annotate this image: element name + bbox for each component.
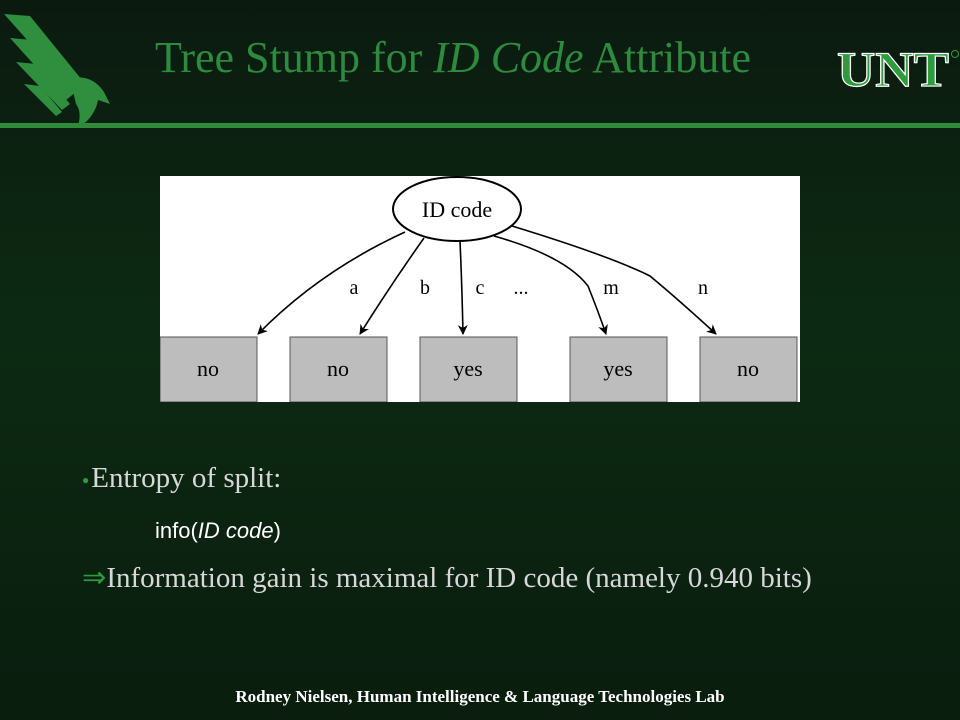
leaf-label: yes bbox=[453, 356, 482, 381]
branch-edge-a bbox=[257, 231, 406, 335]
branch-edge-c bbox=[457, 240, 468, 335]
unt-logo-text: UNT bbox=[837, 44, 949, 92]
branch-edge-n bbox=[511, 225, 717, 335]
branch-edge-b bbox=[359, 237, 425, 335]
info-gain-conclusion-text: Information gain is maximal for ID code … bbox=[106, 562, 812, 594]
eagle-logo-icon bbox=[4, 14, 110, 126]
leaf-label: no bbox=[737, 356, 759, 381]
leaf-label: yes bbox=[603, 356, 632, 381]
entropy-bullet-text: Entropy of split: bbox=[91, 462, 282, 494]
tree-stump-diagram: ID code a b c ... m n no no yes bbox=[160, 176, 800, 402]
leaf-label: no bbox=[197, 356, 219, 381]
branch-label-c: c bbox=[476, 277, 485, 299]
info-formula: info(ID code) bbox=[155, 518, 281, 543]
leaf-node bbox=[569, 336, 668, 402]
title-divider bbox=[0, 123, 960, 128]
branch-label-b: b bbox=[420, 277, 430, 299]
branch-label-m: m bbox=[603, 277, 619, 299]
branch-label-ellipsis: ... bbox=[514, 277, 529, 299]
slide-title: Tree Stump for ID Code Attribute bbox=[155, 33, 752, 82]
branch-edge-m bbox=[493, 235, 608, 335]
leaf-label: no bbox=[327, 356, 349, 381]
leaf-node bbox=[419, 336, 518, 402]
branch-label-a: a bbox=[350, 277, 359, 299]
root-node-label: ID code bbox=[422, 197, 492, 222]
bullet-dot-icon: ● bbox=[82, 472, 90, 487]
root-node bbox=[392, 176, 522, 242]
leaf-node bbox=[699, 336, 798, 402]
leaf-node bbox=[289, 336, 388, 402]
branch-label-n: n bbox=[698, 277, 708, 299]
unt-logo: UNT bbox=[836, 44, 959, 92]
leaf-node bbox=[160, 336, 258, 402]
info-gain-conclusion: ⇒Information gain is maximal for ID code… bbox=[82, 561, 862, 596]
implies-arrow-icon: ⇒ bbox=[82, 562, 107, 594]
entropy-bullet: ●Entropy of split: bbox=[82, 462, 281, 495]
footer-credit: Rodney Nielsen, Human Intelligence & Lan… bbox=[235, 687, 725, 706]
